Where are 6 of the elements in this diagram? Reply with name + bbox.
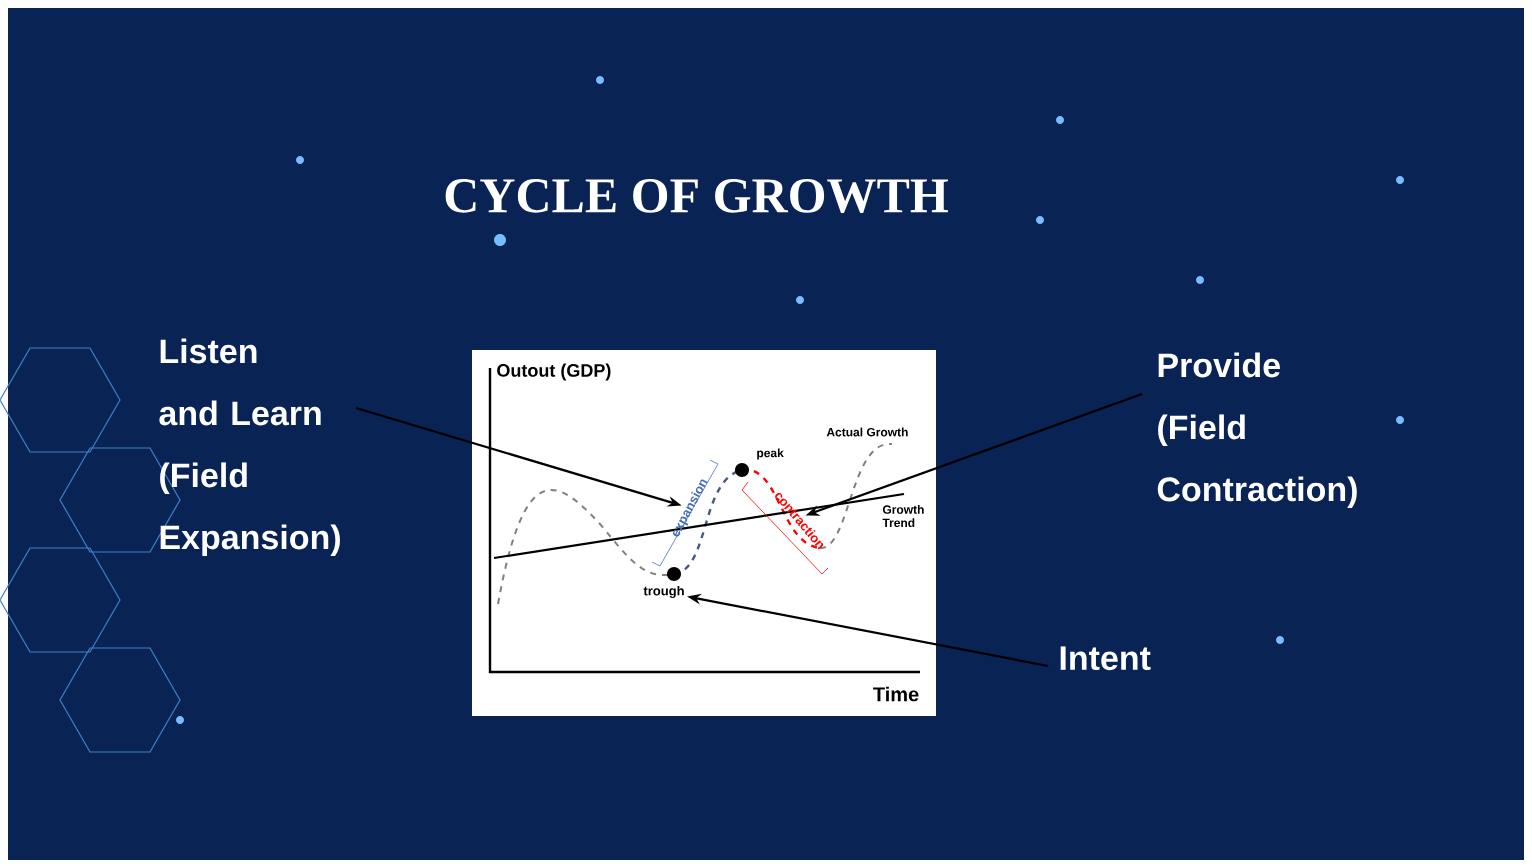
callout-text: Intent [1060, 646, 1151, 671]
callout-text: Listen and Learn (Field Expansion) [159, 338, 340, 557]
callout-text: Provide (Field Contraction) [1157, 352, 1357, 509]
axis-label: Time [873, 686, 919, 702]
axis-label: Outout (GDP) [497, 363, 611, 381]
title: CYCLE OF GROWTH [445, 179, 948, 213]
